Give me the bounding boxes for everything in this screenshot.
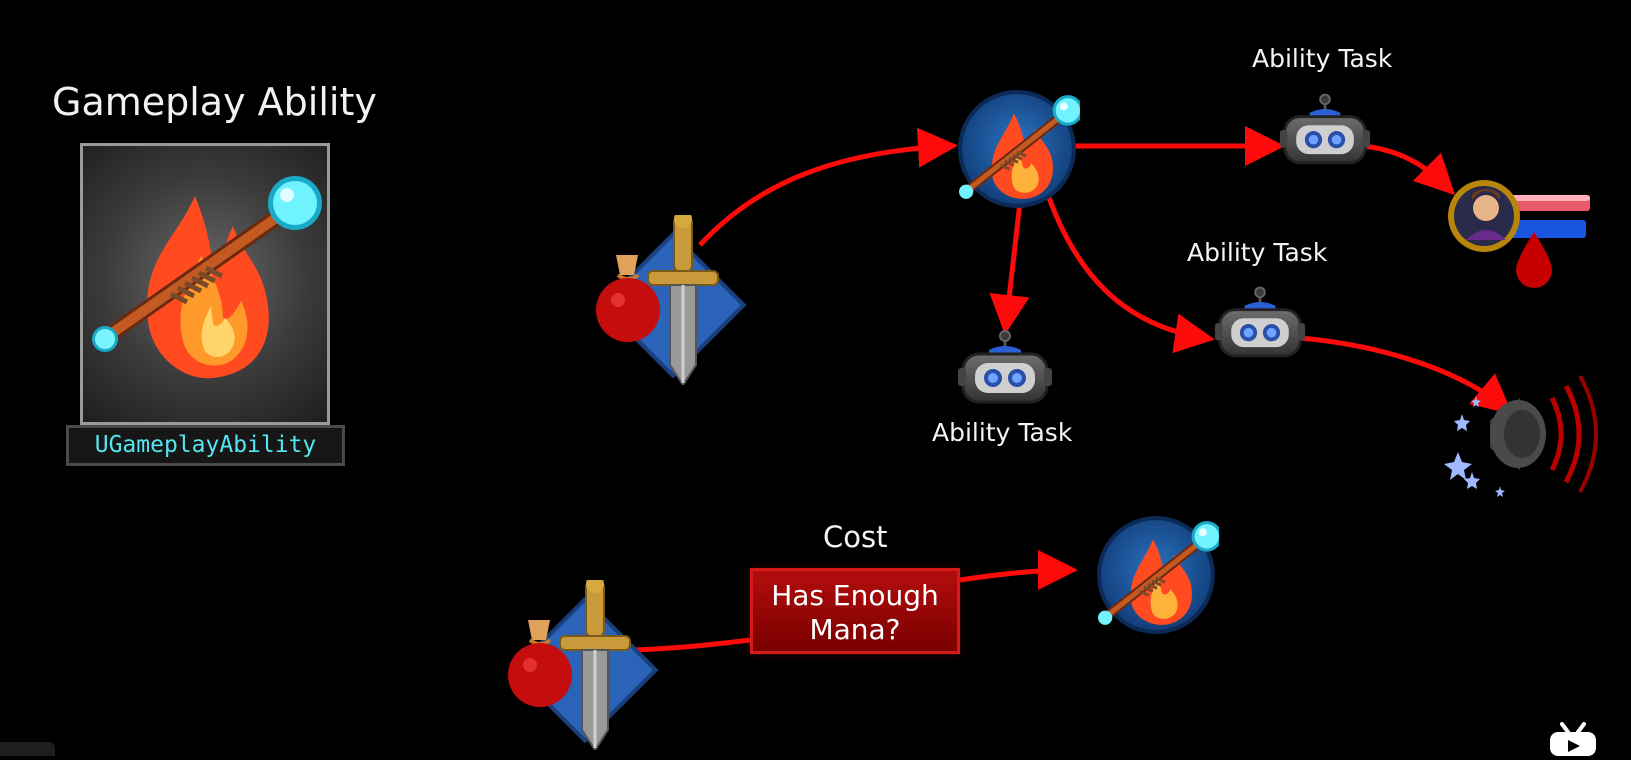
item-kit-icon-bottom	[506, 580, 658, 750]
mana-check-line1: Has Enough	[771, 579, 939, 612]
ability-task-robot-icon-mid	[1213, 286, 1307, 358]
arrow-cost-to-ability	[959, 550, 1078, 591]
mana-check-box: Has Enough Mana?	[750, 568, 960, 654]
ability-task-label-mid: Ability Task	[1187, 238, 1328, 267]
player-corner-tab	[0, 742, 55, 756]
arrow-ability-to-task-mid	[1045, 194, 1215, 354]
ability-task-robot-icon-bottom	[956, 330, 1054, 404]
fire-staff-icon	[92, 176, 322, 379]
item-kit-icon-top	[594, 215, 746, 385]
ability-icon-card	[80, 143, 330, 425]
sound-speaker-icon	[1444, 375, 1598, 497]
ability-task-label-bottom: Ability Task	[932, 418, 1073, 447]
ability-circle-icon-bottom	[1098, 518, 1222, 632]
ability-circle-icon-top	[959, 92, 1083, 206]
arrow-task-to-character	[1362, 143, 1456, 196]
gameplay-ability-title: Gameplay Ability	[52, 80, 377, 124]
arrow-item-to-ability	[698, 127, 958, 247]
arrow-ability-to-task-bottom	[989, 201, 1030, 335]
mana-check-line2: Mana?	[809, 613, 901, 646]
tv-logo-icon	[1548, 722, 1598, 756]
ability-task-robot-icon-top	[1278, 93, 1372, 165]
character-health-icon	[1448, 180, 1590, 288]
class-name-label: UGameplayAbility	[66, 425, 345, 466]
ability-task-label-top: Ability Task	[1252, 44, 1393, 73]
arrow-item-to-cost	[634, 637, 751, 653]
cost-label: Cost	[823, 520, 888, 554]
arrow-task-to-sound	[1299, 335, 1513, 415]
